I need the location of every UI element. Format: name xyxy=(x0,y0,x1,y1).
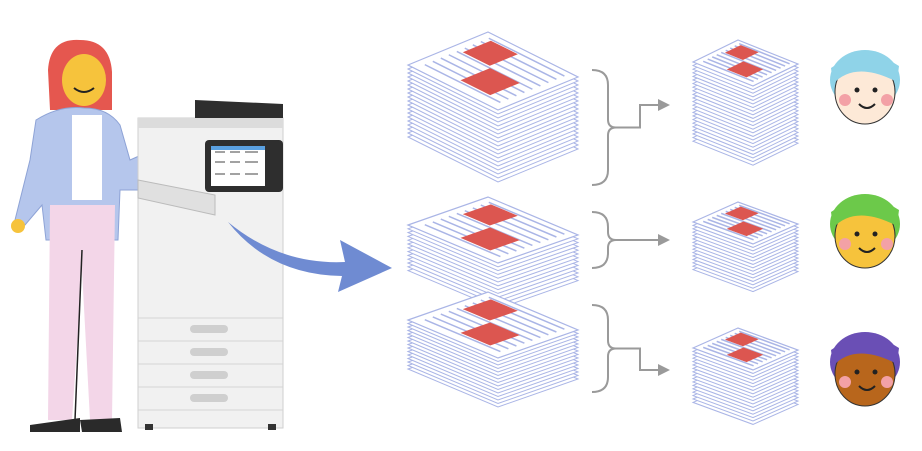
cheek xyxy=(881,238,893,250)
eye xyxy=(872,369,878,375)
text-line xyxy=(424,318,501,353)
brace-icon xyxy=(591,304,617,393)
image-block xyxy=(724,332,759,347)
image-block xyxy=(462,204,518,226)
pants-line xyxy=(74,249,83,421)
printer-scanner-lid xyxy=(195,100,283,122)
hair-fringe xyxy=(831,199,899,228)
cheek xyxy=(881,94,893,106)
cheek xyxy=(839,238,851,250)
eye xyxy=(854,231,860,237)
output-stack xyxy=(691,327,800,425)
screen-icons xyxy=(215,151,258,175)
eye xyxy=(854,87,860,93)
woman-pants xyxy=(48,205,115,420)
arrow-head-icon xyxy=(658,234,670,246)
connector-line xyxy=(616,104,660,129)
woman-shoe xyxy=(30,418,80,432)
image-block xyxy=(724,45,759,60)
recipients xyxy=(830,50,900,407)
text-line xyxy=(488,296,565,330)
smile xyxy=(858,385,876,391)
text-line xyxy=(456,50,533,90)
text-line xyxy=(702,60,754,83)
hair-fringe xyxy=(831,337,899,366)
arrow-head-icon xyxy=(658,99,670,111)
image-block xyxy=(724,206,759,221)
printer xyxy=(137,100,284,430)
printer-foot xyxy=(268,424,276,430)
image-block xyxy=(460,322,520,346)
text-line xyxy=(424,63,501,104)
text-line xyxy=(456,307,533,342)
person-green-hair-icon xyxy=(830,194,900,269)
screen-header xyxy=(211,146,265,150)
image-block xyxy=(726,221,764,237)
woman-smile xyxy=(73,87,95,93)
text-line xyxy=(702,220,754,241)
drawer-handles xyxy=(190,325,228,402)
image-block xyxy=(726,347,764,363)
brace-icon xyxy=(591,69,617,186)
source-stack xyxy=(406,291,580,408)
text-line xyxy=(424,223,501,258)
woman-figure xyxy=(11,39,209,432)
image-block xyxy=(462,299,518,321)
text-line xyxy=(738,42,790,65)
touch-screen[interactable] xyxy=(211,146,265,186)
eye xyxy=(854,369,860,375)
eye xyxy=(872,87,878,93)
output-arrow-icon xyxy=(228,222,392,292)
connector-line xyxy=(616,347,660,371)
image-block xyxy=(460,68,520,96)
hair-fringe xyxy=(831,55,899,84)
woman-hand xyxy=(11,219,25,233)
arrow-head-icon xyxy=(658,364,670,376)
image-block xyxy=(726,61,764,78)
printer-foot xyxy=(145,424,153,430)
output-stack xyxy=(691,39,800,166)
woman-face xyxy=(62,54,106,106)
image-block xyxy=(462,40,518,66)
output-tray xyxy=(137,179,216,216)
smile xyxy=(858,247,876,253)
cheek xyxy=(839,376,851,388)
text-line xyxy=(488,37,565,77)
source-stack xyxy=(406,31,580,183)
text-line xyxy=(488,201,565,235)
text-line xyxy=(702,346,754,367)
person-blue-hair-icon xyxy=(830,50,900,125)
cheek xyxy=(881,376,893,388)
eye xyxy=(872,231,878,237)
printer-top xyxy=(138,118,283,128)
cheek xyxy=(839,94,851,106)
woman-shoe xyxy=(80,418,122,432)
output-stack xyxy=(691,201,800,293)
brace-icon xyxy=(591,211,617,269)
text-line xyxy=(738,204,790,225)
image-block xyxy=(460,227,520,251)
person-purple-hair-icon xyxy=(830,332,900,407)
source-stack xyxy=(406,196,580,310)
woman-shirt xyxy=(72,115,102,200)
text-line xyxy=(738,330,790,351)
document-stacks xyxy=(406,31,800,425)
smile xyxy=(858,103,876,109)
sorting-connectors xyxy=(591,69,670,393)
paper-drawers xyxy=(138,317,283,411)
